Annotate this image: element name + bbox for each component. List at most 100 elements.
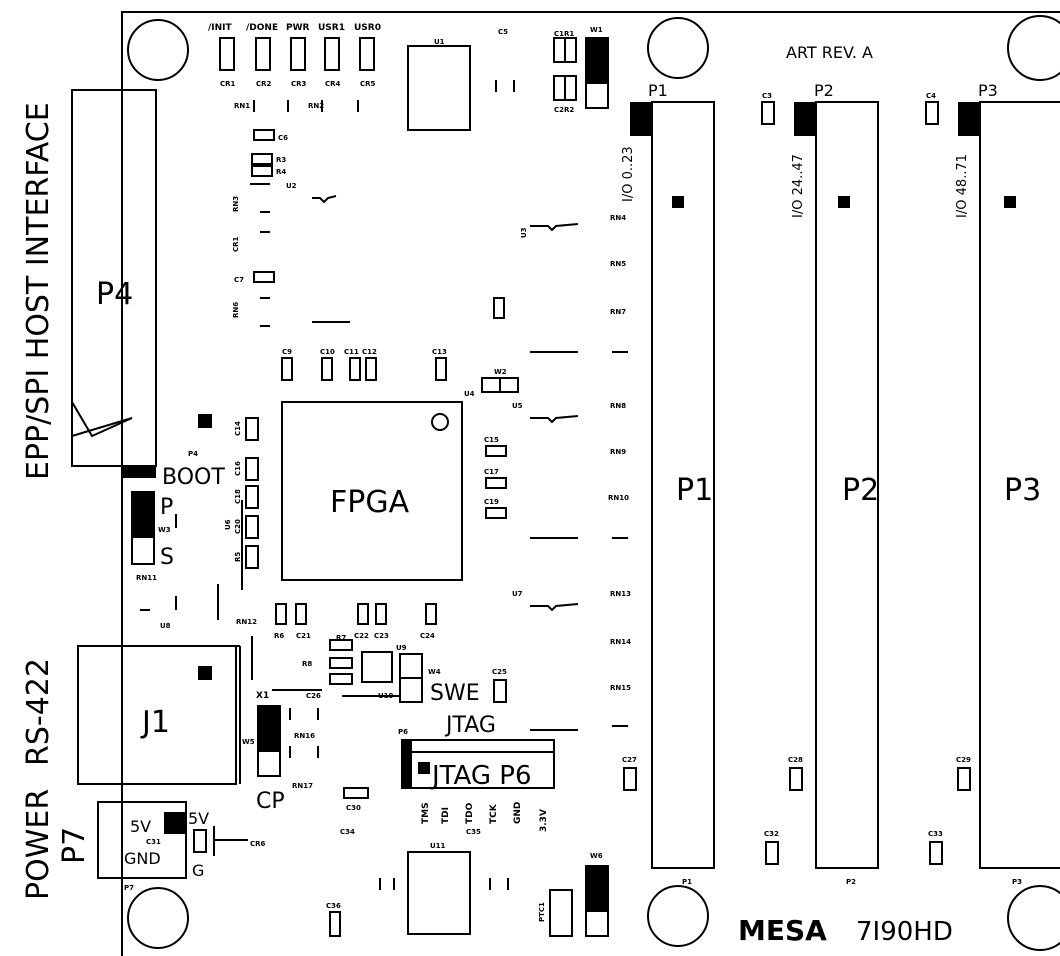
- board-outline: [121, 11, 1060, 956]
- ref-c10: C10: [320, 348, 335, 356]
- ref-c18: C18: [234, 489, 242, 504]
- ref-c13: C13: [432, 348, 447, 356]
- p2-pin1-mark: [794, 102, 816, 136]
- ref-rn3: RN3: [232, 196, 240, 212]
- ref-u9: U9: [396, 644, 407, 652]
- p7-5v-alt-label: 5V: [188, 809, 209, 828]
- ref-rn5: RN5: [610, 260, 626, 268]
- cp-label: CP: [256, 789, 285, 814]
- p3-header: [979, 101, 1060, 869]
- p1-center-label: P1: [676, 473, 713, 508]
- ref-r7: R7: [336, 634, 346, 642]
- jtag-pin-tck: TCK: [489, 803, 499, 824]
- led-label-pwr: PWR: [286, 23, 310, 33]
- ref-c36: C36: [326, 902, 341, 910]
- u1-outline: [407, 45, 471, 131]
- mounting-hole-bm: [647, 885, 709, 947]
- ref-c34: C34: [340, 828, 355, 836]
- ref-u3: U3: [520, 227, 528, 238]
- led-label-init: /INIT: [208, 23, 233, 33]
- p2-io-label: I/O 24..47: [791, 154, 806, 218]
- power-connector-label: P7: [57, 827, 92, 864]
- ref-c7: C7: [234, 276, 244, 284]
- ref-c6: C6: [278, 134, 288, 142]
- led-label-usr1: USR1: [318, 23, 345, 33]
- fpga-outline: [281, 401, 463, 581]
- u9-outline: [361, 651, 393, 683]
- w1-label: W1: [590, 26, 603, 34]
- led-ref-cr3: CR3: [291, 80, 307, 88]
- fpga-pin1: [431, 413, 449, 431]
- led-label-done: /DONE: [246, 23, 278, 33]
- p4-pin1-mark: [122, 466, 156, 478]
- led-label-usr0: USR0: [354, 23, 381, 33]
- ref-c27: C27: [622, 756, 637, 764]
- p2-header: [815, 101, 879, 869]
- u1-label: U1: [434, 38, 445, 46]
- ref-rn9: RN9: [610, 448, 626, 456]
- ref-c14: C14: [234, 421, 242, 436]
- c1r1-label: C1R1: [554, 30, 574, 38]
- ref-u7: U7: [512, 590, 523, 598]
- ref-c22: C22: [354, 632, 369, 640]
- ref-c32: C32: [764, 830, 779, 838]
- jtag-pin-tdi: TDI: [441, 807, 451, 824]
- ref-r8: R8: [302, 660, 312, 668]
- boot-p-label: P: [160, 495, 173, 520]
- p1-dot: [672, 196, 684, 208]
- mesa-logo: MESA: [738, 914, 827, 947]
- ref-u2: U2: [286, 182, 297, 190]
- p7-connector: [97, 801, 187, 879]
- host-interface-label: EPP/SPI HOST INTERFACE: [21, 102, 56, 480]
- p3-bottom-label: P3: [1012, 878, 1022, 886]
- ref-c29: C29: [956, 756, 971, 764]
- ptc1: [549, 889, 573, 937]
- x1-label: X1: [256, 691, 269, 701]
- p7-5v-label: 5V: [130, 817, 151, 836]
- ref-c3: C3: [762, 92, 772, 100]
- boot-s-label: S: [160, 545, 174, 570]
- ref-w6: W6: [590, 852, 603, 860]
- jtag-title: JTAG: [444, 713, 496, 738]
- ref-c33: C33: [928, 830, 943, 838]
- ref-u5: U5: [512, 402, 523, 410]
- p6-ref: P6: [398, 728, 408, 736]
- ref-c9: C9: [282, 348, 292, 356]
- p1-bottom-label: P1: [682, 878, 692, 886]
- ref-u6: U6: [224, 519, 232, 530]
- ref-cr1-side: CR1: [232, 236, 240, 252]
- ref-c30: C30: [346, 804, 361, 812]
- j1-label: J1: [140, 705, 170, 740]
- p1-pin1-mark: [630, 102, 652, 136]
- revision-label: ART REV. A: [786, 43, 873, 62]
- p7-gnd-label: GND: [124, 849, 161, 868]
- w4-label: W4: [428, 668, 441, 676]
- swe-label: SWE: [430, 681, 480, 706]
- p7-ref-label: P7: [124, 884, 134, 892]
- ref-rn13: RN13: [610, 590, 631, 598]
- p2-top-label: P2: [814, 81, 834, 100]
- ref-u11: U11: [430, 842, 446, 850]
- ref-c24: C24: [420, 632, 435, 640]
- ref-r3: R3: [276, 156, 286, 164]
- ref-c4: C4: [926, 92, 936, 100]
- led-ref-cr5: CR5: [360, 80, 376, 88]
- ref-rn17: RN17: [292, 782, 313, 790]
- ref-r4: R4: [276, 168, 286, 176]
- mounting-hole-tm: [647, 17, 709, 79]
- ref-c19: C19: [484, 498, 499, 506]
- power-label: POWER: [21, 789, 56, 900]
- ref-c23: C23: [374, 632, 389, 640]
- p3-top-label: P3: [978, 81, 998, 100]
- p4-ref-label: P4: [188, 450, 198, 458]
- p4-connector-body: [71, 89, 157, 467]
- mounting-hole-tl: [127, 19, 189, 81]
- p2-bottom-label: P2: [846, 878, 856, 886]
- ref-c35: C35: [466, 828, 481, 836]
- ref-rn2: RN2: [308, 102, 324, 110]
- w3-label: W3: [158, 526, 171, 534]
- ref-rn12: RN12: [236, 618, 257, 626]
- ref-c17: C17: [484, 468, 499, 476]
- mounting-hole-bl: [127, 887, 189, 949]
- ref-c28: C28: [788, 756, 803, 764]
